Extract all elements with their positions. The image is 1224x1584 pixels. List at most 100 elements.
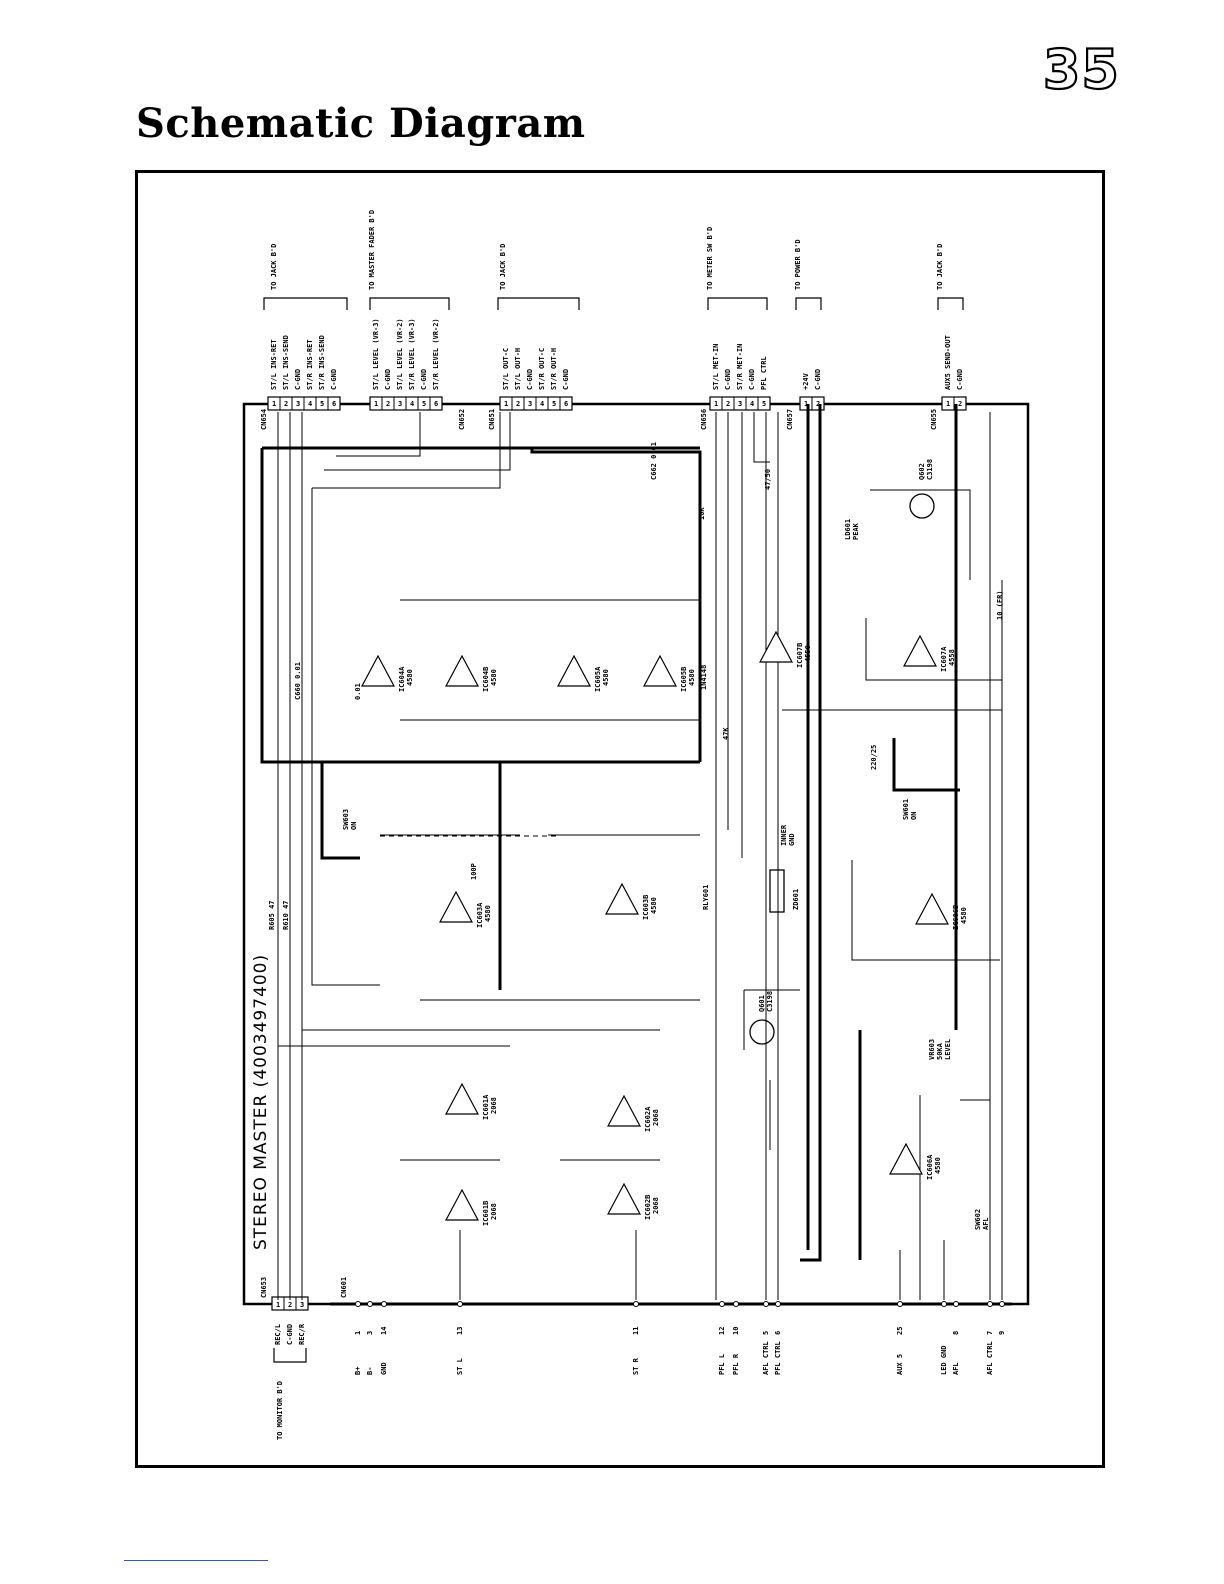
pin-number: 4: [750, 400, 754, 408]
bottom-pin-name: PFL R: [732, 1353, 740, 1375]
pin-label: C-GND: [526, 369, 534, 390]
bottom-pin-name: PFL CTRL: [774, 1341, 782, 1375]
component-value: C662 0.01: [650, 442, 658, 480]
pin-label: ST/L INS-RET: [270, 339, 278, 390]
component-value: 47K: [722, 727, 730, 740]
bottom-pin: [999, 1301, 1005, 1307]
ref-cn654: CN654: [260, 409, 268, 430]
pin-label: REC/R: [298, 1323, 306, 1345]
ref-cn601: CN601: [340, 1277, 348, 1298]
bottom-pin-number: 5: [762, 1331, 770, 1335]
bottom-pin: [941, 1301, 947, 1307]
ref-cn655: CN655: [930, 409, 938, 430]
bottom-pin: [381, 1301, 387, 1307]
dest-jack1: TO JACK B'D: [270, 244, 278, 290]
volume-label: LEVEL: [944, 1039, 952, 1060]
switch-sw602-label: AFL: [982, 1217, 990, 1230]
bottom-pin-number: 12: [718, 1327, 726, 1335]
led-label: LD601: [844, 519, 852, 540]
transistor-q2-label: Q602: [918, 463, 926, 480]
pin-number: 2: [516, 400, 520, 408]
pin-number: 5: [552, 400, 556, 408]
bottom-pin-name: ST L: [456, 1358, 464, 1375]
opamp-ref: IC602B: [644, 1195, 652, 1220]
bottom-pin-name: AUX 5: [896, 1354, 904, 1375]
opamp-type: 4580: [490, 669, 498, 686]
pin-number: 4: [308, 400, 312, 408]
opamp-ic6: [605, 882, 639, 915]
pin-number: 6: [434, 400, 438, 408]
opamp-ic7: [445, 1082, 479, 1115]
bottom-pin-name: AFL: [952, 1362, 960, 1375]
bottom-pin: [367, 1301, 373, 1307]
pin-number: 4: [540, 400, 544, 408]
bottom-pin: [953, 1301, 959, 1307]
schematic-frame: [135, 170, 1105, 1468]
opamp-ic4: [643, 654, 677, 687]
opamp-type: 2068: [652, 1109, 660, 1126]
pin-number: 3: [528, 400, 532, 408]
component-value: R605 47: [268, 900, 276, 930]
pin-number: 6: [332, 400, 336, 408]
transistor-q1-label: C3198: [766, 991, 774, 1012]
pin-number: 3: [296, 400, 300, 408]
volume-label: VR603: [928, 1039, 936, 1060]
bottom-pin: [763, 1301, 769, 1307]
opamp-type: 4580: [650, 897, 658, 914]
transistor-q1-label: Q601: [758, 995, 766, 1012]
opamp-type: 4580: [406, 669, 414, 686]
inner-gnd-label: GND: [788, 833, 796, 846]
opamp-ic5: [439, 890, 473, 923]
component-value: C660 0.01: [294, 662, 302, 700]
pin-label: C-GND: [420, 369, 428, 390]
bottom-pin-name: PFL L: [718, 1354, 726, 1375]
pin-number: 2: [284, 400, 288, 408]
pin-label: ST/R INS-RET: [306, 339, 314, 390]
opamp-ic10: [607, 1182, 641, 1215]
dest-meter: TO METER SW B'D: [706, 227, 714, 290]
opamp-ic12: [759, 630, 793, 663]
dest-fader: TO MASTER FADER B'D: [368, 210, 376, 290]
opamp-ic11: [903, 634, 937, 667]
switch-sw601-label: ON: [910, 812, 918, 820]
bottom-pin: [355, 1301, 361, 1307]
component-value: R610 47: [282, 900, 290, 930]
dest-jack3: TO JACK B'D: [936, 244, 944, 290]
pin-number: 1: [276, 1301, 280, 1309]
component-value: 100P: [470, 863, 478, 880]
led-label: PEAK: [852, 522, 860, 540]
opamp-ref: IC605B: [680, 667, 688, 692]
connector-refs: CN654 CN652 CN651 CN656 CN657 CN655 CN65…: [260, 409, 938, 1298]
opamp-type: 4580: [688, 669, 696, 686]
transistor-q2-label: C3198: [926, 459, 934, 480]
bottom-pin-number: 7: [986, 1331, 994, 1335]
opamp-ref: IC603A: [476, 902, 484, 928]
transistors: [749, 493, 935, 1045]
pin-label: C-GND: [724, 369, 732, 390]
pin-number: 2: [288, 1301, 292, 1309]
pin-label: C-GND: [956, 369, 964, 390]
opamp-ic9: [607, 1094, 641, 1127]
ref-cn656: CN656: [700, 409, 708, 430]
opamp-ic13: [889, 1142, 923, 1175]
pin-label: C-GND: [814, 369, 822, 390]
opamps: [361, 630, 949, 1221]
dest-jack2: TO JACK B'D: [499, 244, 507, 290]
ref-cn652: CN652: [458, 409, 466, 430]
ref-cn653: CN653: [260, 1277, 268, 1298]
switch-sw602-label: SW602: [974, 1209, 982, 1230]
opamp-ref: IC607A: [940, 646, 948, 672]
opamp-ic14: [915, 892, 949, 925]
pin-label: C-GND: [330, 369, 338, 390]
transistor-q2: [909, 493, 935, 519]
zener-label: ZD601: [792, 889, 800, 910]
pin-label: PFL CTRL: [760, 356, 768, 390]
bottom-pin: [775, 1301, 781, 1307]
bottom-connector: [330, 1301, 1012, 1307]
pin-label: C-GND: [562, 369, 570, 390]
pin-label: AUX5 SEND-OUT: [944, 335, 952, 390]
